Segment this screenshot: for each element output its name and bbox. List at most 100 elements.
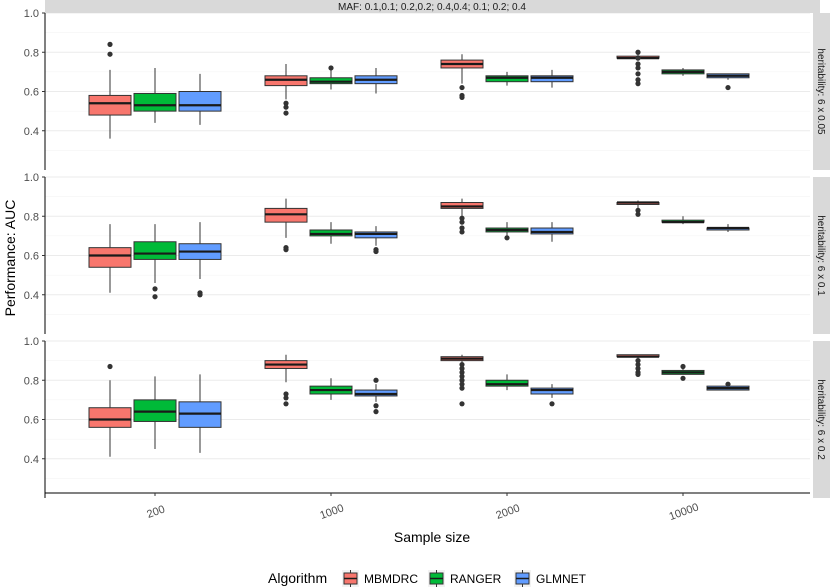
y-tick-label: 0.8 [24,211,39,223]
x-axis-title: Sample size [394,529,470,545]
outlier-point [152,294,158,300]
box-mbmdrc [264,198,308,253]
outlier-point [459,361,465,368]
box-ranger [661,216,705,225]
outlier-point [107,51,113,57]
box-mbmdrc [440,354,484,407]
box-mbmdrc [440,54,484,100]
box-body [88,247,132,268]
panel-strip-background [813,341,830,498]
panel-strip-label: heritability: 6 x 0.2 [815,379,826,460]
outlier-point [459,369,465,375]
box-body [88,94,132,116]
outlier-point [549,401,555,407]
y-tick-label: 0.4 [24,126,39,138]
box-glmnet [706,73,750,91]
box-mbmdrc [264,64,308,116]
outlier-point [459,365,465,372]
outlier-point [725,381,731,387]
outlier-point [635,361,641,368]
legend-item-mbmdrc: MBMDRC [342,570,418,587]
outlier-point [459,219,465,225]
x-tick-label: 200 [145,503,166,521]
outlier-point [459,225,465,231]
box-ranger [133,224,177,300]
box-glmnet [706,224,750,232]
outlier-point [373,248,379,255]
outlier-point [504,235,510,241]
box-mbmdrc [88,41,132,139]
outlier-point [635,61,641,67]
outlier-point [283,110,289,116]
outlier-point [635,211,641,217]
box-ranger [485,71,529,86]
box-glmnet [354,377,398,415]
outlier-point [459,373,465,379]
box-ranger [133,67,177,123]
panel-strip-label: heritability: 6 x 0.05 [815,48,826,135]
y-tick-label: 0.6 [24,415,39,427]
outlier-point [680,375,686,381]
outlier-point [635,55,641,61]
outlier-point [283,247,289,253]
y-tick-label: 1.0 [24,8,39,20]
panel-strip-background [813,177,830,334]
outlier-point [635,358,641,364]
outlier-point [197,292,203,298]
box-ranger [133,376,177,449]
outlier-point [283,104,289,110]
outlier-point [152,286,158,292]
outlier-point [459,94,465,100]
panel-strip-label: heritability: 6 x 0.1 [815,215,826,296]
outlier-point [283,391,289,397]
x-tick-label: 10000 [668,501,701,523]
outlier-point [635,71,641,77]
legend-label: MBMDRC [364,572,418,586]
outlier-point [459,377,465,383]
y-tick-label: 1.0 [24,336,39,348]
outlier-point [459,84,465,91]
box-ranger [309,65,353,90]
outlier-point [635,207,641,213]
box-ranger [485,222,529,241]
outlier-point [107,41,113,48]
y-tick-label: 1.0 [24,172,39,184]
box-ranger [309,222,353,244]
outlier-point [635,49,641,55]
outlier-point [635,365,641,372]
outlier-point [459,385,465,391]
box-glmnet [354,67,398,94]
box-ranger [309,378,353,400]
legend-label: RANGER [450,572,502,586]
outlier-point [373,377,379,383]
box-mbmdrc [264,354,308,407]
box-ranger [661,363,705,381]
outlier-point [459,381,465,387]
outlier-point [635,65,641,71]
box-ranger [661,67,705,76]
box-glmnet [530,69,574,88]
outlier-point [635,77,641,83]
box-body [133,92,177,112]
outlier-point [283,401,289,407]
x-tick-label: 2000 [494,502,521,522]
outlier-point [373,403,379,409]
legend-item-glmnet: GLMNET [514,570,587,587]
top-strip-background [45,0,820,13]
legend-item-ranger: RANGER [428,570,502,587]
box-body [178,91,222,112]
top-strip-label: MAF: 0.1,0.1; 0.2,0.2; 0.4,0.4; 0.1; 0.2… [338,2,526,13]
legend-label: GLMNET [536,572,587,586]
box-glmnet [530,384,574,407]
y-tick-label: 0.4 [24,290,39,302]
outlier-point [459,229,465,235]
outlier-point [725,84,731,91]
box-glmnet [178,222,222,298]
y-tick-label: 0.6 [24,87,39,99]
box-mbmdrc [440,198,484,235]
